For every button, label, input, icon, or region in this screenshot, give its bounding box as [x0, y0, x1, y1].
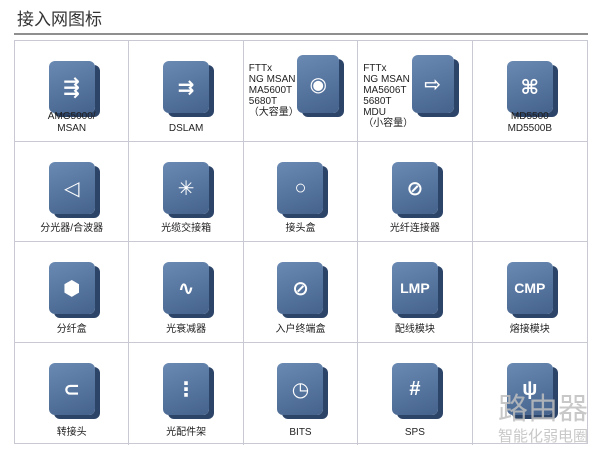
icon-cell: ⊘ 入户终端盒 — [243, 242, 359, 343]
icon-cell: ○ 接头盒 — [243, 142, 359, 242]
icon-label: 熔接模块 — [509, 324, 550, 335]
icon-cell: ◁ 分光器/合波器 — [15, 142, 130, 242]
icon-label: 光缆交接箱 — [161, 223, 212, 234]
dslam-arrows-icon: ⇉ — [163, 61, 210, 113]
speaker-fork-icon: ψ — [506, 363, 553, 415]
icon-cell: # SPS — [358, 343, 473, 445]
icon-cell: ∿ 光衰减器 — [129, 242, 244, 343]
icon-label: MD5500 MD5500B — [507, 111, 553, 134]
icon-cell: ⇉ DSLAM — [129, 41, 244, 142]
icon-cell: ⌘MD5500 MD5500B — [472, 41, 587, 142]
icon-cell: ⬢ 分纤盒 — [15, 242, 130, 343]
watermark: 路由器 智能化弱电圈 — [498, 395, 588, 446]
icon-label: 光配件架 — [166, 427, 207, 438]
icon-label: 分光器/合波器 — [40, 223, 104, 234]
icon-cell — [472, 142, 587, 242]
fiber-distribution-box-icon: ⬢ — [48, 262, 95, 314]
icon-cell: ⇨FTTx NG MSAN MA5606T 5680T MDU （小容量） — [358, 41, 473, 142]
icon-cell: ⊘ 光纤连接器 — [358, 142, 473, 242]
icon-label: 接头盒 — [285, 223, 316, 234]
icon-label: 入户终端盒 — [275, 324, 326, 335]
page-title: 接入网图标 — [17, 10, 102, 29]
icon-label: 分纤盒 — [56, 324, 87, 335]
icon-label: FTTx NG MSAN MA5600T 5680T （大容量） — [248, 63, 299, 118]
lmp-module-icon: LMP — [391, 262, 438, 314]
terminal-box-icon: ⊘ — [277, 262, 324, 314]
odf-rack-icon: ⋮ — [163, 363, 210, 415]
icon-cell: ⊂ 转接头 — [15, 343, 130, 445]
icon-cell: ✳ 光缆交接箱 — [129, 142, 244, 242]
icon-label: 光衰减器 — [166, 324, 207, 335]
icon-label: FTTx NG MSAN MA5606T 5680T MDU （小容量） — [363, 63, 414, 129]
icon-cell: ◉FTTx NG MSAN MA5600T 5680T （大容量） — [243, 41, 359, 142]
watermark-line1: 路由器 — [498, 393, 588, 426]
title-divider — [14, 33, 588, 35]
icon-label: AMG5000/ MSAN — [47, 111, 96, 134]
icon-label: 光纤连接器 — [389, 223, 440, 234]
md5500-icon: ⌘ — [506, 61, 553, 113]
icon-label: BITS — [289, 427, 312, 438]
phone-arrows-icon: ⇶ — [48, 61, 95, 113]
joint-box-icon: ○ — [277, 162, 324, 214]
icon-cell: CMP 熔接模块 — [472, 242, 587, 343]
splitter-icon: ◁ — [48, 162, 95, 214]
clock-icon: ◷ — [277, 363, 324, 415]
olt-large-icon: ◉ — [297, 55, 340, 113]
fiber-connector-icon: ⊘ — [391, 162, 438, 214]
icon-label: 配线模块 — [394, 324, 435, 335]
cable-cross-box-icon: ✳ — [163, 162, 210, 214]
adapter-icon: ⊂ — [48, 363, 95, 415]
icon-label: DSLAM — [168, 123, 204, 134]
icon-cell: ψ — [473, 343, 587, 445]
icon-label: SPS — [404, 427, 425, 438]
mdu-small-icon: ⇨ — [411, 55, 454, 113]
watermark-line2: 智能化弱电圈 — [497, 428, 588, 445]
cmp-module-icon: CMP — [506, 262, 553, 314]
icon-cell: ◷ BITS — [244, 343, 359, 445]
sps-cross-icon: # — [391, 363, 438, 415]
icon-grid: ⇶AMG5000/ MSAN ⇉ DSLAM ◉FTTx NG MSAN MA5600… — [14, 40, 588, 445]
attenuator-icon: ∿ — [163, 262, 210, 314]
icon-cell: ⋮ 光配件架 — [129, 343, 244, 445]
icon-cell: LMP 配线模块 — [358, 242, 473, 343]
icon-cell: ⇶AMG5000/ MSAN — [15, 41, 130, 142]
icon-label: 转接头 — [56, 427, 87, 438]
